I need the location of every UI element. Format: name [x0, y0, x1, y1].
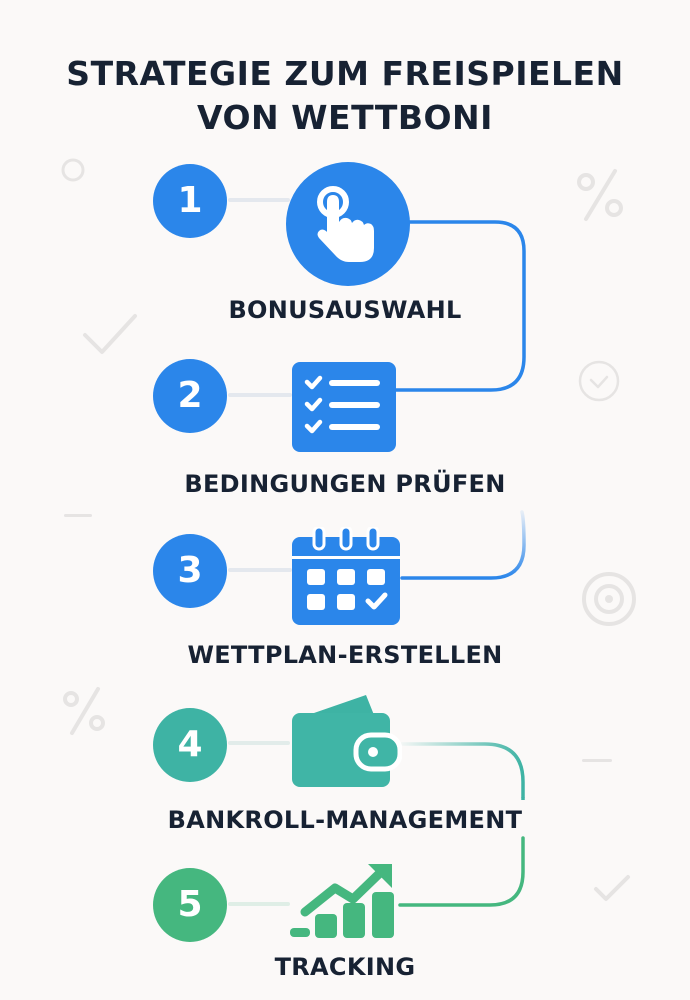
step-2-label: BEDINGUNGEN PRÜFEN [184, 470, 506, 498]
step-3-number: 3 [153, 534, 227, 608]
step-1-connector [228, 198, 290, 202]
checklist-icon [292, 362, 396, 452]
step-5-number: 5 [153, 868, 227, 942]
percent-icon [63, 687, 105, 735]
title-line-2: VON WETTBONI [197, 98, 493, 137]
step-3-label: WETTPLAN-ERSTELLEN [187, 641, 503, 669]
pointer-hand-icon [286, 162, 410, 286]
target-icon [582, 572, 636, 626]
step-4-number: 4 [153, 708, 227, 782]
wallet-icon [292, 695, 402, 787]
step-1-label: BONUSAUSWAHL [228, 296, 462, 324]
step-2-number: 2 [153, 359, 227, 433]
step-2-connector [228, 393, 292, 397]
step-4-label: BANKROLL-MANAGEMENT [167, 806, 523, 834]
check-circle-icon [578, 360, 620, 402]
checkmark-icon [83, 314, 137, 354]
checkmark-icon [594, 875, 630, 901]
dash-icon [582, 759, 612, 762]
growth-chart-icon [290, 864, 394, 938]
step-4-connector [228, 741, 290, 745]
dash-icon [64, 514, 92, 517]
page-title: STRATEGIE ZUM FREISPIELEN VON WETTBONI [0, 52, 690, 140]
circle-icon [61, 158, 85, 182]
step-3-connector [228, 568, 292, 572]
step-5-label: TRACKING [274, 953, 416, 981]
step-5-connector [228, 902, 290, 906]
step-1-number: 1 [153, 164, 227, 238]
calendar-check-icon [292, 527, 400, 625]
title-line-1: STRATEGIE ZUM FREISPIELEN [66, 54, 624, 93]
percent-icon [577, 169, 623, 221]
